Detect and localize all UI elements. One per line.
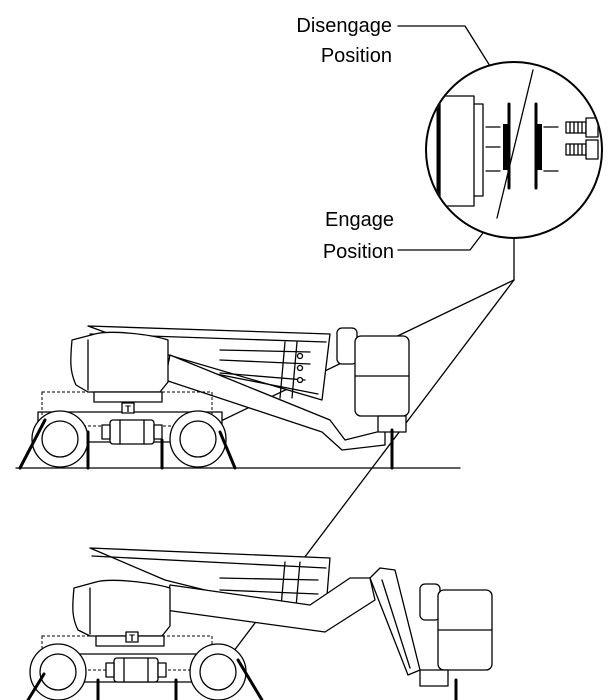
machine-raised: T: [26, 547, 493, 700]
turntable-cover-raised: [72, 579, 171, 637]
engage-label-line1: Engage: [325, 209, 394, 231]
bolt-upper: [565, 117, 599, 138]
front-wheel-lower: [29, 643, 87, 700]
axle-housing-lower: [113, 657, 159, 683]
hub-block: [439, 95, 475, 207]
bolt-lower: [565, 139, 599, 160]
engage-position-label: Engage Position: [323, 209, 394, 263]
disengage-label-line1: Disengage: [296, 15, 392, 37]
control-box-lower: [419, 583, 441, 621]
turntable-cover: [70, 331, 169, 393]
badge-lower: T: [129, 633, 135, 643]
machine-stowed: T: [15, 325, 461, 470]
badge-upper: T: [125, 404, 131, 414]
control-box-upper: [336, 327, 358, 365]
disengage-position-label: Disengage Position: [296, 15, 392, 67]
axle-housing-upper: [109, 419, 155, 445]
position-slant-line: [496, 69, 534, 219]
engage-label-line2: Position: [323, 241, 394, 263]
rear-wheel-lower: [189, 643, 247, 700]
jib-arm-stowed: [164, 354, 386, 451]
front-wheel-upper: [31, 410, 89, 468]
disengage-label-line2: Position: [321, 45, 392, 67]
detail-magnifier: [425, 61, 603, 239]
hub-flange: [473, 103, 484, 197]
rear-wheel-upper: [169, 410, 227, 468]
riser-arm: [164, 577, 376, 633]
